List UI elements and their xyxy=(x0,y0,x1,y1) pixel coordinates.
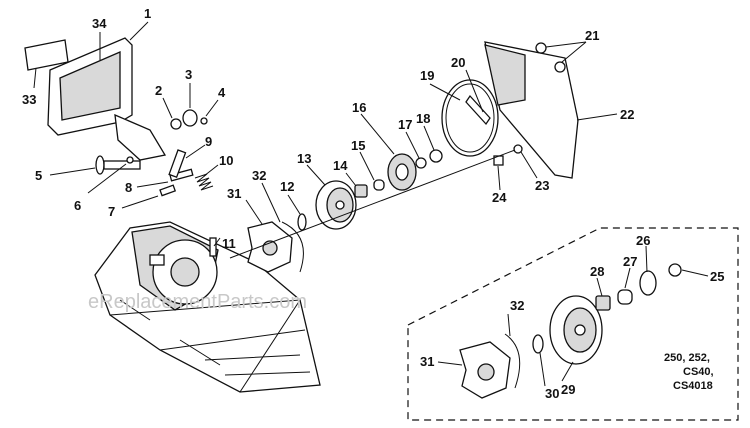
shoulder-bolt xyxy=(95,155,141,175)
clutch-inset xyxy=(459,333,521,399)
washer-12 xyxy=(297,213,307,231)
spacer-27 xyxy=(617,289,633,305)
callout-32-inset: 32 xyxy=(510,298,524,313)
callout-20: 20 xyxy=(451,55,465,70)
inset-note-line-1: 250, 252, xyxy=(664,352,710,364)
callout-6: 6 xyxy=(74,198,81,213)
clutch-drum-inset xyxy=(549,295,603,365)
washer-30 xyxy=(532,334,544,354)
washer-26 xyxy=(639,270,657,296)
brake-band xyxy=(441,79,499,157)
callout-26: 26 xyxy=(636,233,650,248)
assembly-axis xyxy=(229,149,516,259)
inset-frame xyxy=(407,227,739,421)
guard-washer xyxy=(126,156,134,164)
callout-17: 17 xyxy=(398,117,412,132)
callout-5: 5 xyxy=(35,168,42,183)
callout-33: 33 xyxy=(22,92,36,107)
callout-21: 21 xyxy=(585,28,599,43)
callout-2: 2 xyxy=(155,83,162,98)
callout-14: 14 xyxy=(333,158,348,173)
callout-18: 18 xyxy=(416,111,430,126)
callout-labels: 1 34 33 2 3 4 5 6 7 8 9 10 11 12 13 14 1… xyxy=(22,6,724,401)
callout-31-main: 31 xyxy=(227,186,241,201)
callout-34: 34 xyxy=(92,16,107,31)
nut-21b xyxy=(554,61,566,73)
hand-guard xyxy=(47,37,167,161)
callout-25: 25 xyxy=(710,269,724,284)
needle-bearing xyxy=(354,184,368,198)
callout-23: 23 xyxy=(535,178,549,193)
clutch-drum xyxy=(315,180,357,230)
nut-23 xyxy=(513,144,523,154)
callout-27: 27 xyxy=(623,254,637,269)
callout-7: 7 xyxy=(108,204,115,219)
callout-31-inset: 31 xyxy=(420,354,434,369)
clutch-main xyxy=(247,221,304,273)
callout-28: 28 xyxy=(590,264,604,279)
watermark: eReplacementParts.com xyxy=(88,291,307,313)
callout-15: 15 xyxy=(351,138,365,153)
callout-9: 9 xyxy=(205,134,212,149)
callout-13: 13 xyxy=(297,151,311,166)
nut-21a xyxy=(535,42,547,54)
callout-22: 22 xyxy=(620,107,634,122)
washer-18 xyxy=(429,149,443,163)
engine-housing xyxy=(94,221,321,393)
inset-note-line-3: CS4018 xyxy=(673,380,713,392)
callout-12: 12 xyxy=(280,179,294,194)
sprocket xyxy=(387,153,417,191)
guard-hardware xyxy=(170,109,208,130)
washer-17 xyxy=(415,157,427,169)
callout-19: 19 xyxy=(420,68,434,83)
callout-1: 1 xyxy=(144,6,151,21)
leader-lines xyxy=(33,21,709,387)
callout-3: 3 xyxy=(185,67,192,82)
callout-8: 8 xyxy=(125,180,132,195)
needle-bearing-inset xyxy=(595,295,611,311)
nut-25 xyxy=(668,263,682,277)
callout-16: 16 xyxy=(352,100,366,115)
callout-11: 11 xyxy=(222,236,236,251)
callout-24: 24 xyxy=(492,190,507,205)
inset-model-note: 250, 252, CS40, CS4018 xyxy=(664,352,714,392)
inset-note-line-2: CS40, xyxy=(683,366,714,378)
callout-29: 29 xyxy=(561,382,575,397)
callout-4: 4 xyxy=(218,85,226,100)
callout-32-main: 32 xyxy=(252,168,266,183)
spacer-15 xyxy=(373,179,385,191)
callout-30: 30 xyxy=(545,386,559,401)
guard-label-plate xyxy=(24,39,69,71)
callout-10: 10 xyxy=(219,153,233,168)
sprocket-cover xyxy=(484,41,579,179)
